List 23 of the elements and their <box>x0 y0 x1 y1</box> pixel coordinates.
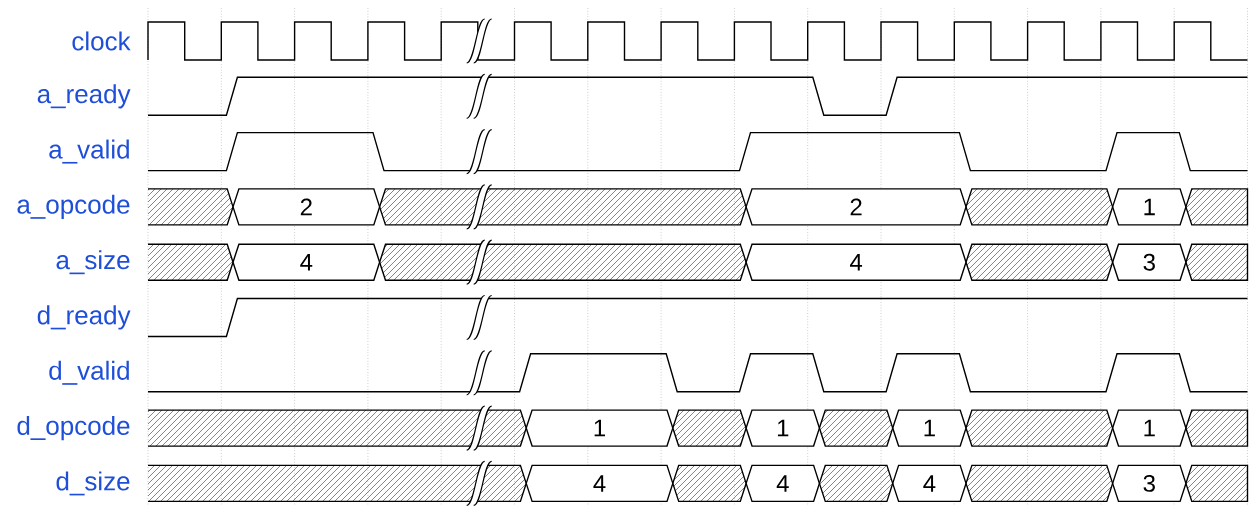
bus-value-cell: 3 <box>1111 243 1187 281</box>
bus-value-cell: 4 <box>232 243 381 281</box>
bus-value-cell: 1 <box>891 409 967 447</box>
bus-value-cell: 2 <box>745 188 967 226</box>
signal-name: d_ready <box>37 305 131 330</box>
signal-name: a_size <box>56 250 130 275</box>
signal-name: a_valid <box>49 139 129 164</box>
signal-name: clock <box>72 31 131 51</box>
bus-value-cell: 4 <box>745 464 821 503</box>
bus-value-cell: 1 <box>1111 188 1187 226</box>
bus-value-cell: 1 <box>1111 409 1187 447</box>
bus-value-cell: 4 <box>525 464 674 503</box>
bus-value-cell: 2 <box>232 188 381 226</box>
signal-name: d_size <box>56 471 130 496</box>
signal-name: d_valid <box>49 360 129 385</box>
bus-value-cell: 4 <box>745 243 967 281</box>
signal-name: d_opcode <box>17 415 130 441</box>
signal-name: a_ready <box>37 84 131 109</box>
bus-value-cell: 1 <box>525 409 674 447</box>
bus-value-cell: 3 <box>1111 464 1187 503</box>
signal-name: a_opcode <box>17 194 130 219</box>
bus-value-cell: 1 <box>745 409 821 447</box>
bus-value-cell: 4 <box>891 464 967 503</box>
